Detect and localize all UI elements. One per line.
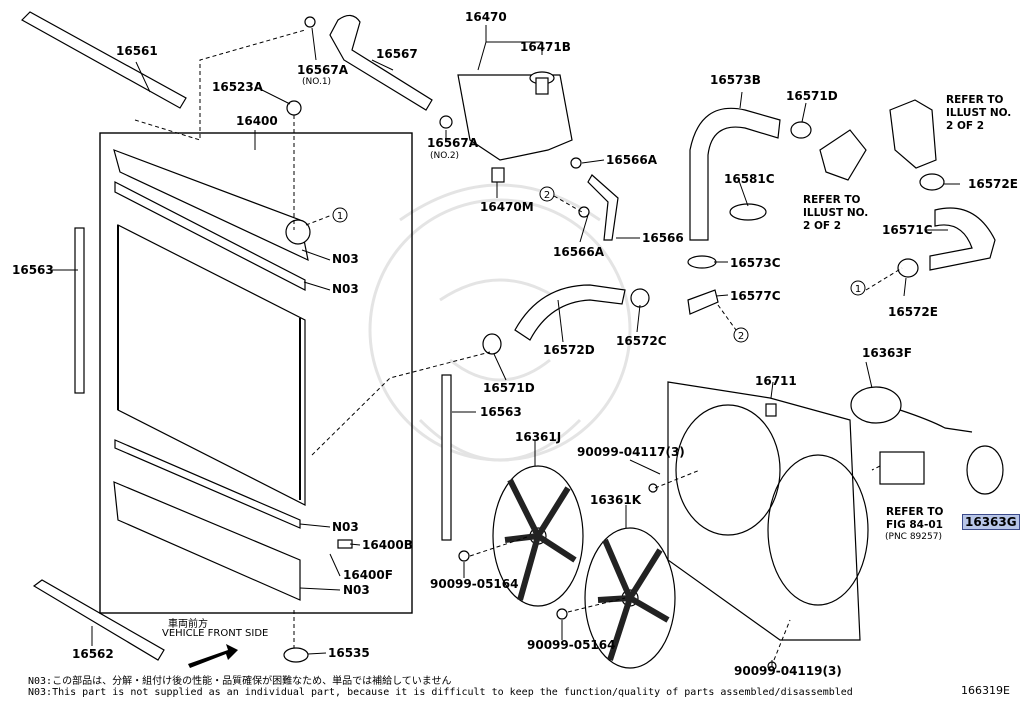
- label-16571C[interactable]: 16571C: [882, 223, 933, 237]
- bracket-16470M: [491, 167, 505, 183]
- label-16361J[interactable]: 16361J: [515, 430, 562, 444]
- label-no1: (NO.1): [302, 77, 332, 87]
- label-16572E-top[interactable]: 16572E: [968, 177, 1018, 191]
- resistor-89257: [879, 451, 925, 485]
- callout-1-a: 1: [337, 211, 343, 222]
- label-16471B[interactable]: 16471B: [520, 40, 571, 54]
- hose-16572D: [514, 284, 626, 341]
- label-16400B[interactable]: 16400B: [362, 538, 413, 552]
- note-refer-illust-mid: REFER TO ILLUST NO. 2 OF 2: [803, 194, 869, 232]
- label-90099-05164-a[interactable]: 90099-05164: [430, 577, 519, 591]
- label-16523A[interactable]: 16523A: [212, 80, 264, 94]
- joint-16577C: [687, 289, 719, 315]
- label-16572E-bot[interactable]: 16572E: [888, 305, 938, 319]
- label-90099-05164-b[interactable]: 90099-05164: [527, 638, 616, 652]
- hose-16571C: [929, 207, 996, 271]
- label-16567[interactable]: 16567: [376, 47, 418, 61]
- label-16561[interactable]: 16561: [116, 44, 158, 58]
- label-16566A-top[interactable]: 16566A: [606, 153, 658, 167]
- seal-16563-mid: [441, 374, 452, 541]
- label-16573C[interactable]: 16573C: [730, 256, 781, 270]
- clamp-16573C: [687, 255, 717, 269]
- footer-note-jp: N03:この部品は、分解・組付け後の性能・品質確保が困難なため、単品では補給して…: [28, 676, 452, 687]
- watermark-logo: [368, 183, 632, 462]
- label-16563-mid[interactable]: 16563: [480, 405, 522, 419]
- clamp-16571D-lower: [482, 333, 502, 355]
- clamp-16572E-upper: [919, 173, 945, 191]
- vehicle-front-jp: 車両前方: [168, 619, 208, 630]
- cushion-16535: [283, 647, 309, 663]
- label-16562[interactable]: 16562: [72, 647, 114, 661]
- label-n03-2[interactable]: N03: [332, 282, 359, 296]
- water-outlet: [819, 129, 867, 181]
- label-16566[interactable]: 16566: [642, 231, 684, 245]
- label-16581C[interactable]: 16581C: [724, 172, 775, 186]
- label-n03-1[interactable]: N03: [332, 252, 359, 266]
- label-16363G-highlighted[interactable]: 16363G: [962, 514, 1020, 530]
- label-16566A-bot[interactable]: 16566A: [553, 245, 605, 259]
- hose-16573B: [689, 107, 781, 241]
- thermostat-housing: [889, 99, 937, 169]
- motor-16363F: [850, 386, 902, 424]
- label-16571D-bot[interactable]: 16571D: [483, 381, 535, 395]
- label-16572C[interactable]: 16572C: [616, 334, 667, 348]
- label-16563-left[interactable]: 16563: [12, 263, 54, 277]
- radiator-box: [99, 132, 413, 614]
- label-n03-3[interactable]: N03: [332, 520, 359, 534]
- seal-16563-left: [74, 227, 85, 394]
- label-16470M[interactable]: 16470M: [480, 200, 534, 214]
- front-arrow: [188, 644, 238, 668]
- label-16361K[interactable]: 16361K: [590, 493, 642, 507]
- vehicle-front-en: VEHICLE FRONT SIDE: [162, 628, 269, 639]
- seal-16561: [21, 11, 187, 109]
- footer-note-en: N03:This part is not supplied as an indi…: [28, 687, 853, 698]
- label-no2: (NO.2): [430, 151, 460, 161]
- note-refer-fig: REFER TO FIG 84-01: [886, 506, 944, 531]
- label-16400[interactable]: 16400: [236, 114, 278, 128]
- reserve-tank-16470: [457, 74, 573, 161]
- label-90099-04117[interactable]: 90099-04117(3): [577, 445, 685, 459]
- upper-tank: [113, 149, 309, 262]
- label-16573B[interactable]: 16573B: [710, 73, 761, 87]
- label-16567A-1[interactable]: 16567A: [297, 63, 349, 77]
- label-90099-04119[interactable]: 90099-04119(3): [734, 664, 842, 678]
- label-16400F[interactable]: 16400F: [343, 568, 393, 582]
- hose-16567: [329, 14, 433, 111]
- label-16363F[interactable]: 16363F: [862, 346, 912, 360]
- clamp-16572E-lower: [897, 258, 919, 278]
- label-16711[interactable]: 16711: [755, 374, 797, 388]
- callout-1-b: 1: [855, 284, 861, 295]
- label-n03-4[interactable]: N03: [343, 583, 370, 597]
- motor-16363G: [966, 445, 1004, 495]
- fan-shroud-16711: [667, 381, 861, 641]
- lower-tank: [113, 481, 301, 601]
- label-16572D[interactable]: 16572D: [543, 343, 595, 357]
- label-16577C[interactable]: 16577C: [730, 289, 781, 303]
- illustration-id: 166319E: [961, 684, 1010, 697]
- clamp-16572C: [630, 288, 650, 308]
- callout-2-a: 2: [544, 190, 550, 201]
- label-pnc-89257: (PNC 89257): [885, 532, 942, 542]
- callout-2-b: 2: [738, 331, 744, 342]
- note-refer-illust-top: REFER TO ILLUST NO. 2 OF 2: [946, 94, 1012, 132]
- label-16470[interactable]: 16470: [465, 10, 507, 24]
- label-16567A-2[interactable]: 16567A: [427, 136, 479, 150]
- label-16571D-top[interactable]: 16571D: [786, 89, 838, 103]
- clamp-16571D-upper: [790, 121, 812, 139]
- hose-16566: [587, 174, 619, 241]
- clamp-16581C: [729, 203, 767, 221]
- seal-16562: [32, 579, 165, 661]
- label-16535[interactable]: 16535: [328, 646, 370, 660]
